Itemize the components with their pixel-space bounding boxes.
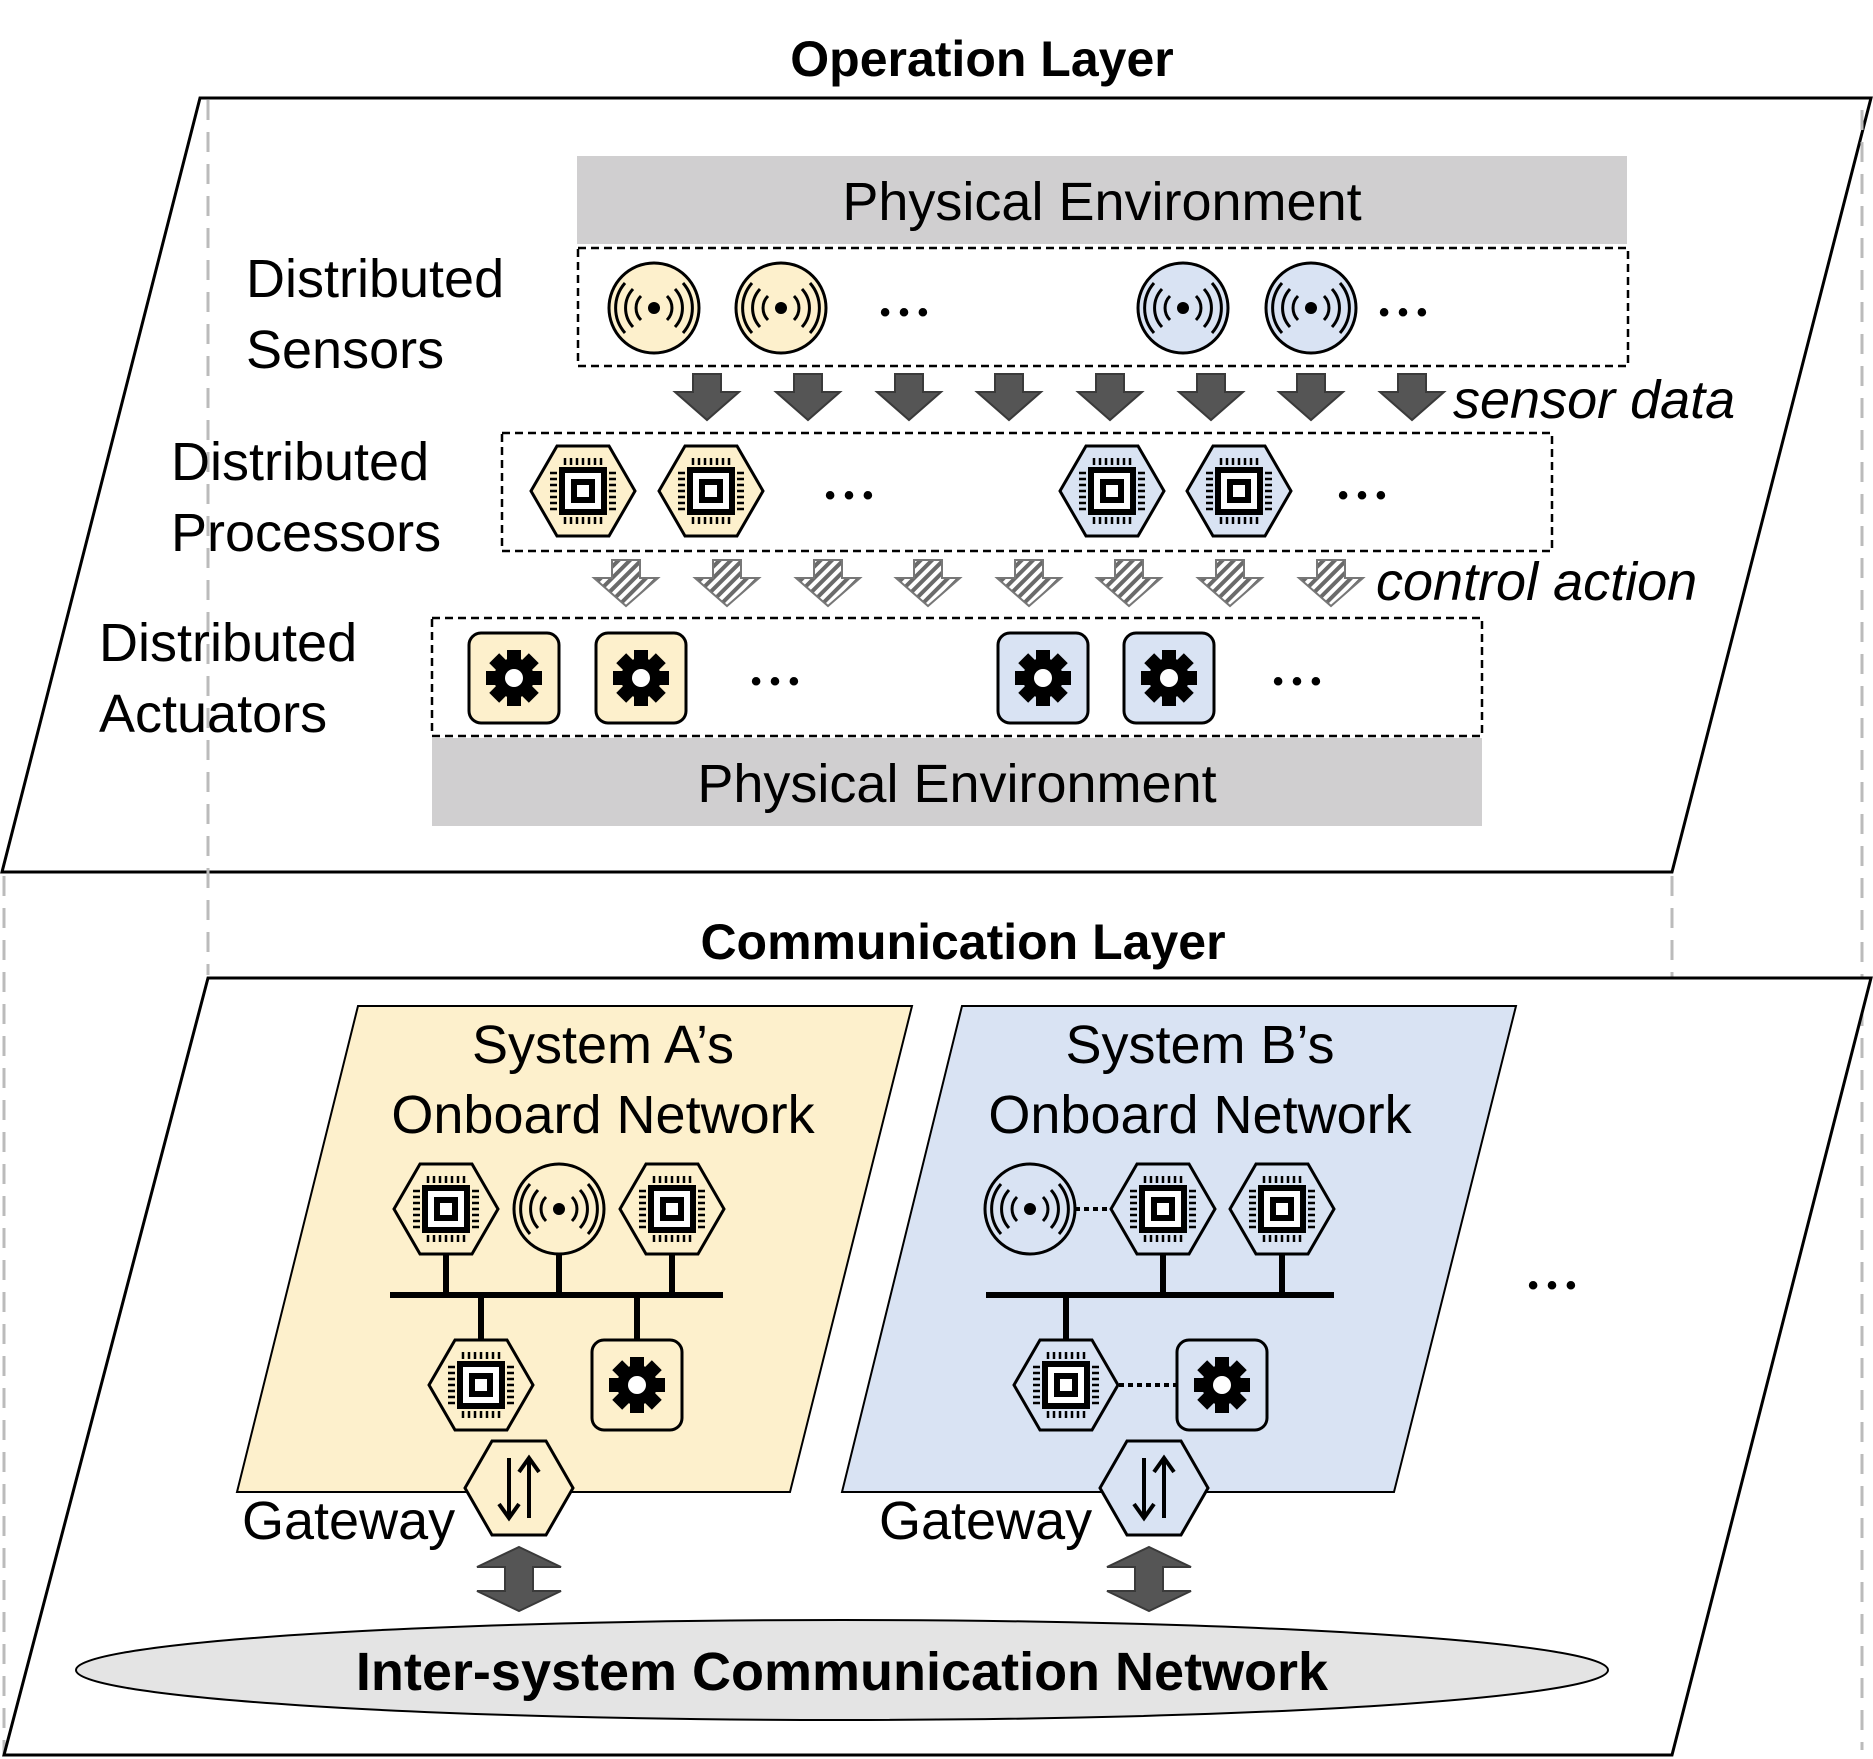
sensors-box [576,246,1630,368]
physical-environment-bottom-label: Physical Environment [697,754,1216,814]
processor-chip-icon [427,1338,535,1432]
actuators-ellipsis-b: • • • [1273,665,1321,698]
system-a-bus [390,1255,723,1340]
gateway-icon [1098,1439,1210,1537]
actuator-gear-icon [996,631,1090,725]
processors-ellipsis-b: • • • [1338,479,1386,512]
processor-chip-icon [618,1162,726,1256]
processor-chip-icon [529,444,637,538]
physical-environment-top-label: Physical Environment [842,172,1361,232]
operation-layer: Operation Layer Physical Environment Dis… [0,31,1873,1755]
sensor-icon [1136,261,1230,355]
sensors-ellipsis-b: • • • [1379,296,1427,329]
system-a-network: System A’s Onboard Network [235,1005,914,1551]
processors-box [500,431,1554,553]
gateway-b-link-arrow [1106,1545,1192,1613]
gateway-a-label: Gateway [242,1491,455,1551]
more-systems-ellipsis: • • • [1528,1269,1576,1302]
sensors-ellipsis-a: • • • [880,296,928,329]
actuators-label: Distributed [99,613,357,673]
operation-layer-title: Operation Layer [790,31,1173,87]
processors-label-line2: Processors [171,503,441,563]
system-b-direct-links [1075,1207,1177,1387]
inter-system-network-label: Inter-system Communication Network [356,1642,1329,1702]
processor-chip-icon [1058,444,1166,538]
sensors-label: Distributed [246,249,504,309]
sensor-icon [512,1162,606,1256]
physical-environment-top [577,156,1627,244]
gateway-a-link-arrow [476,1545,562,1613]
system-b-title-line1: System B’s [1065,1015,1334,1075]
sensor-icon [734,261,828,355]
actuators-ellipsis-a: • • • [751,665,799,698]
sensor-data-label: sensor data [1453,370,1735,430]
sensor-icon [1264,261,1358,355]
processor-chip-icon [1109,1162,1217,1256]
gateway-b-label: Gateway [879,1491,1092,1551]
processors-ellipsis-a: • • • [825,479,873,512]
processor-chip-icon [1012,1338,1120,1432]
sensors-label-line2: Sensors [246,320,444,380]
communication-layer-title: Communication Layer [700,914,1225,970]
gateway-icon [463,1439,575,1537]
actuators-label-line2: Actuators [99,684,327,744]
system-a-title-line2: Onboard Network [391,1085,815,1145]
system-b-bus [986,1255,1334,1340]
processors-label: Distributed [171,432,429,492]
system-a-title-line1: System A’s [472,1015,734,1075]
communication-layer: Communication Layer System A’s Onboard N… [2,914,1873,1757]
actuator-gear-icon [1175,1338,1269,1432]
processor-chip-icon [392,1162,500,1256]
sensor-icon [983,1162,1077,1256]
actuator-gear-icon [590,1338,684,1432]
actuator-gear-icon [594,631,688,725]
processor-chip-icon [1228,1162,1336,1256]
system-b-title-line2: Onboard Network [988,1085,1412,1145]
processor-chip-icon [1185,444,1293,538]
physical-environment-bottom [432,738,1482,826]
inter-system-network [75,1619,1609,1721]
actuator-gear-icon [1122,631,1216,725]
sensor-icon [607,261,701,355]
actuator-gear-icon [467,631,561,725]
actuators-box [430,616,1484,738]
processor-chip-icon [657,444,765,538]
control-action-label: control action [1376,552,1697,612]
system-b-network: System B’s Onboard Network [840,1005,1518,1551]
